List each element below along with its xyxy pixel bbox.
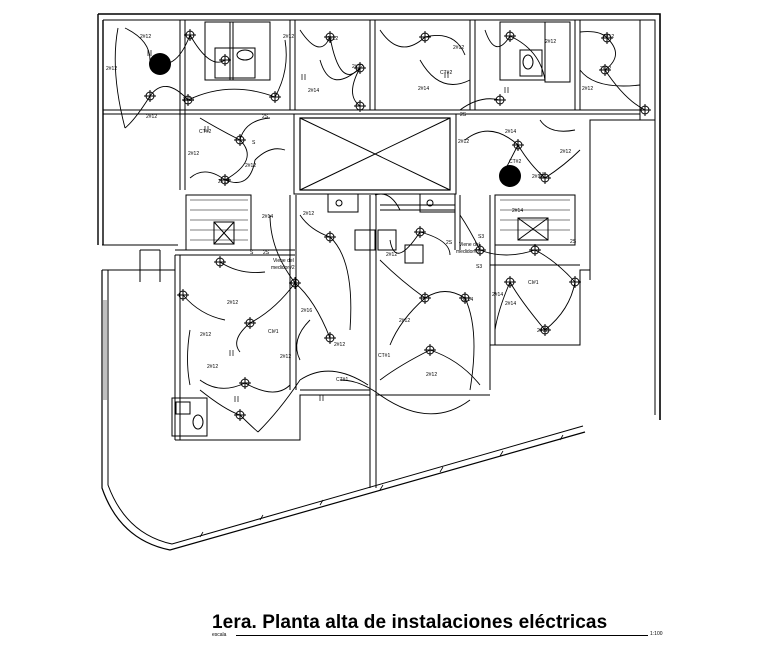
svg-text:2#14: 2#14 <box>462 297 473 303</box>
svg-text:2S: 2S <box>263 250 270 256</box>
distribution-panel <box>499 165 521 187</box>
balcony-curve <box>101 270 586 551</box>
svg-text:2#12: 2#12 <box>188 151 199 157</box>
svg-text:2#12: 2#12 <box>280 354 291 360</box>
svg-text:S3: S3 <box>476 264 482 270</box>
svg-text:2#12: 2#12 <box>140 34 151 40</box>
svg-text:medidor#2: medidor#2 <box>271 265 295 271</box>
svg-text:2S: 2S <box>570 239 577 245</box>
svg-text:2#12: 2#12 <box>453 45 464 51</box>
svg-text:2#14: 2#14 <box>492 292 503 298</box>
svg-text:2#14: 2#14 <box>418 86 429 92</box>
distribution-panel <box>149 53 171 75</box>
wiring-circuits <box>114 27 646 433</box>
svg-text:CT#2: CT#2 <box>509 159 521 165</box>
svg-text:2S: 2S <box>446 240 453 246</box>
svg-text:CI#1: CI#1 <box>268 329 279 335</box>
svg-text:2#12: 2#12 <box>207 364 218 370</box>
scale-value: 1:100 <box>650 631 663 637</box>
wire-labels: 2#12 2#12 2#12 2#14 2#12 2#14 2#12 2#12 … <box>106 34 614 383</box>
balcony-curve-inner <box>107 270 584 545</box>
svg-text:2#12: 2#12 <box>106 66 117 72</box>
svg-text:2#12: 2#12 <box>227 300 238 306</box>
svg-text:2#12: 2#12 <box>327 36 338 42</box>
svg-text:CT#2: CT#2 <box>199 129 211 135</box>
svg-text:2#12: 2#12 <box>426 372 437 378</box>
svg-text:2#12: 2#12 <box>537 328 548 334</box>
svg-text:2S: 2S <box>262 114 269 120</box>
scale-label: escala <box>212 632 227 638</box>
svg-text:S: S <box>250 250 254 256</box>
svg-text:2S: 2S <box>460 112 467 118</box>
svg-text:CT#2: CT#2 <box>440 70 452 76</box>
left-wall <box>97 14 104 245</box>
svg-text:2#12: 2#12 <box>386 252 397 258</box>
svg-text:2#12: 2#12 <box>603 34 614 40</box>
svg-text:2#12: 2#12 <box>352 64 363 70</box>
svg-text:2#12: 2#12 <box>245 163 256 169</box>
svg-text:2#12: 2#12 <box>458 139 469 145</box>
outer-wall <box>98 13 661 420</box>
svg-text:CT#1: CT#1 <box>378 353 390 359</box>
svg-text:2#12: 2#12 <box>283 34 294 40</box>
drawing-title: 1era. Planta alta de instalaciones eléct… <box>212 612 608 633</box>
svg-text:medidor#2: medidor#2 <box>456 249 480 255</box>
svg-text:2#12: 2#12 <box>200 332 211 338</box>
svg-text:2#12: 2#12 <box>582 86 593 92</box>
svg-text:2#12: 2#12 <box>303 211 314 217</box>
svg-text:2#14: 2#14 <box>505 129 516 135</box>
svg-text:Viene del: Viene del <box>273 258 294 264</box>
svg-text:Viene del: Viene del <box>459 242 480 248</box>
svg-text:S: S <box>252 140 256 146</box>
svg-text:2#12: 2#12 <box>532 174 543 180</box>
svg-text:2#14: 2#14 <box>262 214 273 220</box>
svg-text:2#12: 2#12 <box>146 114 157 120</box>
svg-text:2#14: 2#14 <box>505 301 516 307</box>
svg-text:2#14: 2#14 <box>308 88 319 94</box>
svg-text:2#12: 2#12 <box>334 342 345 348</box>
svg-text:2#12: 2#12 <box>218 179 229 185</box>
svg-text:CT#1: CT#1 <box>336 377 348 383</box>
svg-text:2#12: 2#12 <box>545 39 556 45</box>
svg-text:2#16: 2#16 <box>301 308 312 314</box>
outer-wall-inner <box>103 19 656 415</box>
svg-text:2#12: 2#12 <box>399 318 410 324</box>
svg-text:2#14: 2#14 <box>183 97 194 103</box>
svg-text:2#14: 2#14 <box>512 208 523 214</box>
svg-text:S3: S3 <box>478 234 484 240</box>
svg-text:CI#1: CI#1 <box>528 280 539 286</box>
svg-text:2#12: 2#12 <box>560 149 571 155</box>
title-underline <box>236 635 648 636</box>
svg-text:2#12: 2#12 <box>600 66 611 72</box>
ceiling-lights <box>144 29 651 421</box>
